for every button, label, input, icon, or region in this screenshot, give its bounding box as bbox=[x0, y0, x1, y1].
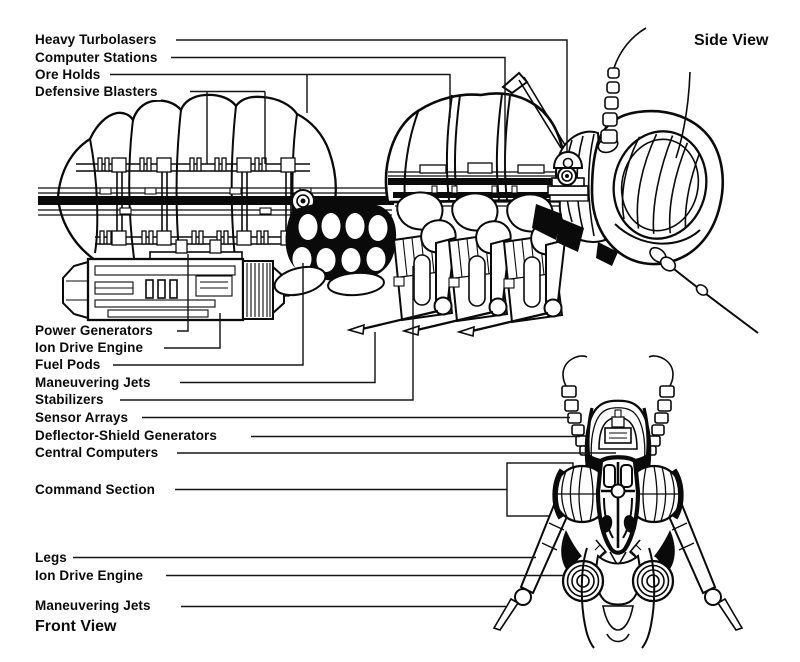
side-view-drawing bbox=[38, 27, 759, 338]
antenna-right bbox=[675, 71, 691, 159]
whisker-left bbox=[580, 547, 595, 649]
label-sensor-arrays: Sensor Arrays bbox=[35, 410, 132, 426]
hull-rails bbox=[38, 157, 394, 246]
label-ion-drive-engine-side: Ion Drive Engine bbox=[35, 340, 147, 356]
front-view-drawing bbox=[492, 355, 744, 649]
leader-heavy-turbolasers bbox=[176, 39, 568, 152]
fuel-pod-cluster bbox=[273, 201, 397, 297]
face-central-computers bbox=[595, 455, 641, 555]
antenna-left bbox=[597, 27, 647, 154]
label-power-generators: Power Generators bbox=[35, 323, 156, 339]
side-view-title: Side View bbox=[694, 31, 769, 51]
leader-ion-drive-engine-side bbox=[164, 313, 221, 349]
heavy-turbolaser-turret bbox=[547, 150, 589, 202]
whisker-right bbox=[641, 547, 656, 649]
leader-ore-holds bbox=[110, 73, 451, 118]
label-maneuvering-jets-side: Maneuvering Jets bbox=[35, 375, 154, 391]
compound-eye bbox=[612, 130, 708, 240]
label-stabilizers: Stabilizers bbox=[35, 392, 107, 408]
leader-computer-stations bbox=[171, 56, 506, 178]
label-central-computers: Central Computers bbox=[35, 445, 162, 461]
head-command-section bbox=[590, 27, 759, 334]
leader-lines bbox=[73, 39, 616, 608]
front-view-title: Front View bbox=[35, 617, 117, 637]
stabilizer-legs bbox=[346, 191, 567, 338]
feeler-whip bbox=[649, 246, 759, 334]
front-eyes bbox=[552, 464, 684, 524]
label-defensive-blasters: Defensive Blasters bbox=[35, 84, 161, 100]
label-ion-drive-engine-front: Ion Drive Engine bbox=[35, 568, 147, 584]
leader-stabilizers bbox=[120, 266, 414, 401]
leader-defensive-blasters bbox=[190, 90, 266, 164]
label-deflector-shield-generators: Deflector-Shield Generators bbox=[35, 428, 220, 444]
label-maneuvering-jets-front: Maneuvering Jets bbox=[35, 598, 154, 614]
label-computer-stations: Computer Stations bbox=[35, 50, 161, 66]
label-heavy-turbolasers: Heavy Turbolasers bbox=[35, 32, 160, 48]
label-fuel-pods: Fuel Pods bbox=[35, 357, 104, 373]
leader-power-generators bbox=[177, 254, 189, 332]
leader-maneuvering-jets-side bbox=[180, 332, 376, 384]
label-ore-holds: Ore Holds bbox=[35, 67, 104, 83]
dome-deflector-shield bbox=[584, 399, 652, 480]
label-command-section: Command Section bbox=[35, 482, 159, 498]
ion-drive-nozzles bbox=[561, 547, 675, 649]
label-legs: Legs bbox=[35, 550, 70, 566]
leader-fuel-pods bbox=[113, 263, 304, 366]
engine-pod-power-generators bbox=[62, 239, 290, 322]
